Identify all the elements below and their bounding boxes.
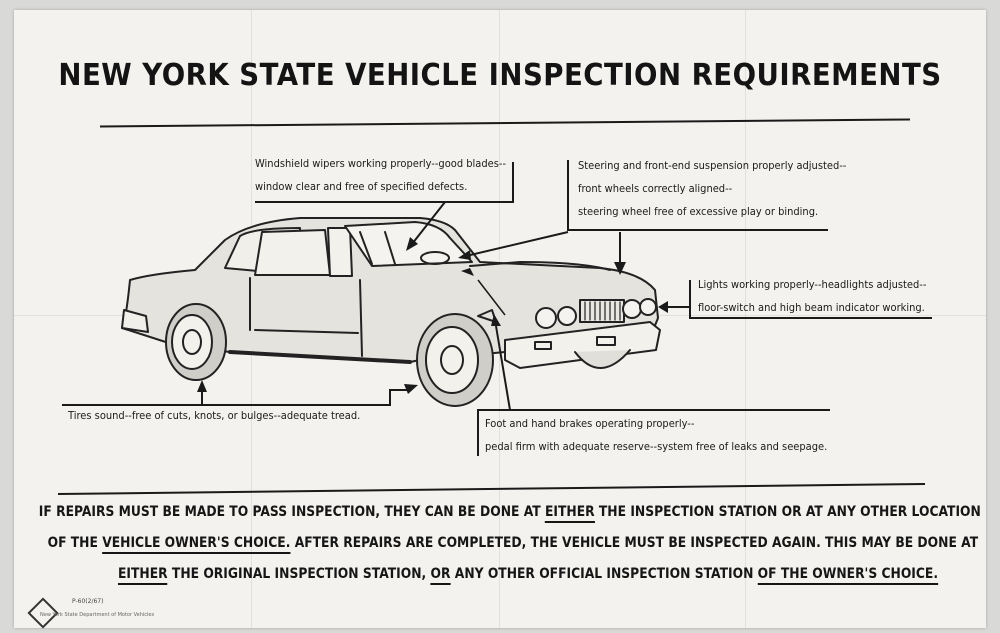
side-window: [254, 229, 331, 276]
callout-wipers: Windshield wipers working properly--good…: [255, 157, 507, 193]
grille: [579, 299, 625, 323]
far-wheel: [574, 349, 631, 369]
form-number: P-60(2/67): [72, 598, 104, 605]
headlight: [557, 306, 577, 326]
callout-brakes: Foot and hand brakes operating properly-…: [485, 417, 828, 453]
headlight: [535, 307, 557, 329]
rear-wheel: [165, 303, 227, 381]
front-wheel: [416, 313, 494, 407]
footer-rule: [57, 483, 926, 495]
notice-line: EITHER THE ORIGINAL INSPECTION STATION, …: [30, 559, 939, 590]
callout-tires: Tires sound--free of cuts, knots, or bul…: [68, 409, 361, 422]
department-name: New York State Department of Motor Vehic…: [40, 612, 155, 618]
callout-steering: Steering and front-end suspension proper…: [578, 159, 847, 218]
callout-lights: Lights working properly--headlights adju…: [698, 278, 927, 314]
notice-line: OF THE VEHICLE OWNER'S CHOICE. AFTER REP…: [30, 528, 978, 559]
rear-bumper: [121, 309, 149, 333]
headlight: [639, 298, 657, 316]
page-title: NEW YORK STATE VEHICLE INSPECTION REQUIR…: [58, 58, 942, 93]
notice-line: IF REPAIRS MUST BE MADE TO PASS INSPECTI…: [30, 497, 981, 528]
repairs-notice: IF REPAIRS MUST BE MADE TO PASS INSPECTI…: [30, 497, 981, 590]
headlight: [622, 299, 642, 319]
front-bumper: [504, 321, 661, 369]
front-window: [327, 227, 353, 277]
